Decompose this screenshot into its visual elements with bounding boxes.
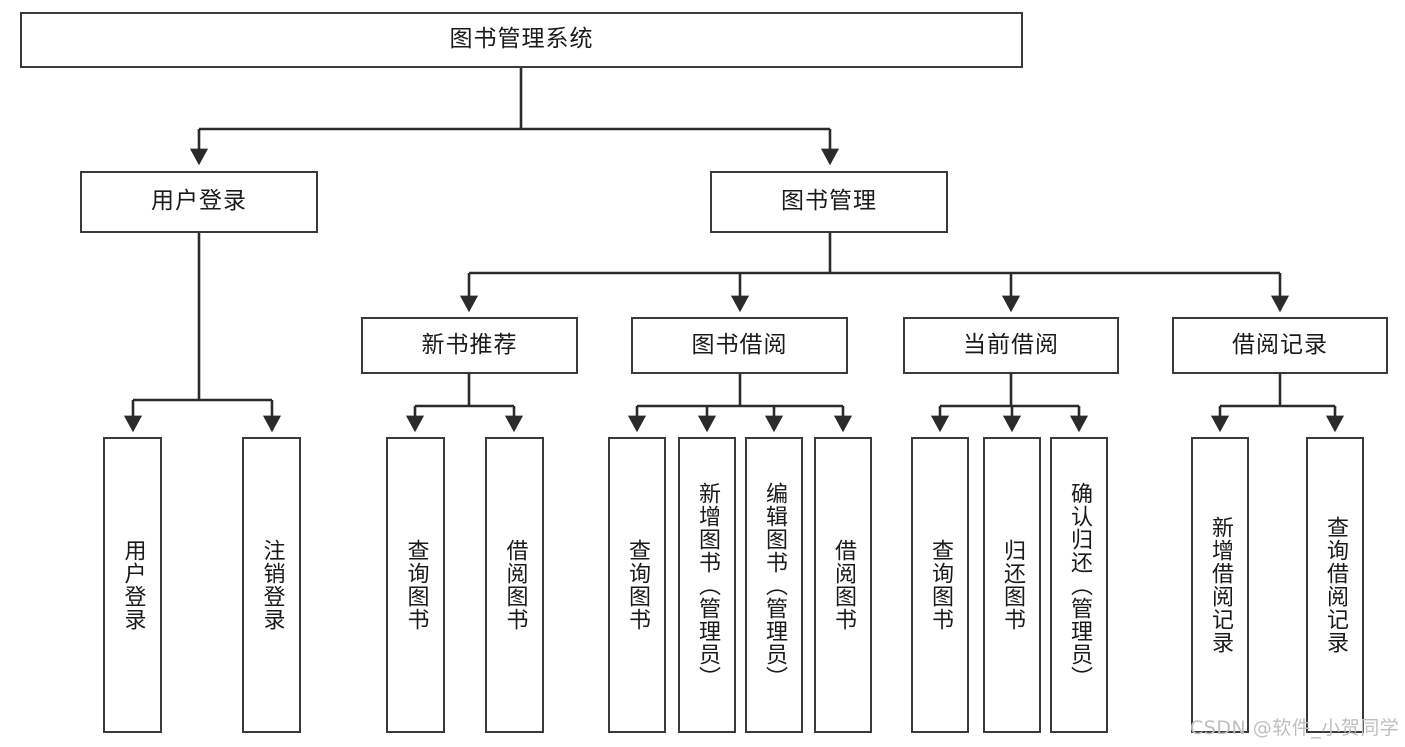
node-leaf-add-record-label: 新增借阅记录 [1207,516,1233,654]
node-leaf-query-book-2[interactable]: 查询图书 [608,437,666,733]
node-leaf-return-book[interactable]: 归还图书 [983,437,1041,733]
node-leaf-query-book-2-label: 查询图书 [624,539,650,631]
node-user-login-label: 用户登录 [151,188,247,215]
node-leaf-borrow-book-1-label: 借阅图书 [502,539,528,631]
node-leaf-borrow-book-1[interactable]: 借阅图书 [485,437,544,733]
node-root[interactable]: 图书管理系统 [20,12,1023,68]
node-leaf-logout-label: 注销登录 [259,539,285,631]
node-new-book-rec[interactable]: 新书推荐 [361,317,578,374]
node-current-borrow[interactable]: 当前借阅 [903,317,1119,374]
node-borrow-record[interactable]: 借阅记录 [1172,317,1388,374]
node-book-manage-label: 图书管理 [781,188,877,215]
node-leaf-add-book[interactable]: 新增图书（管理员） [678,437,736,733]
node-leaf-query-book-1-label: 查询图书 [403,539,429,631]
node-leaf-user-login-label: 用户登录 [120,539,146,631]
node-leaf-query-record[interactable]: 查询借阅记录 [1306,437,1364,733]
node-leaf-query-book-3-label: 查询图书 [927,539,953,631]
node-leaf-add-book-label: 新增图书（管理员） [694,481,720,689]
node-leaf-add-record[interactable]: 新增借阅记录 [1191,437,1249,733]
node-leaf-query-record-label: 查询借阅记录 [1322,516,1348,654]
node-leaf-user-login[interactable]: 用户登录 [103,437,162,733]
node-user-login[interactable]: 用户登录 [80,171,318,233]
node-new-book-rec-label: 新书推荐 [421,331,518,358]
node-leaf-borrow-book-2-label: 借阅图书 [830,539,856,631]
node-book-manage[interactable]: 图书管理 [710,171,948,233]
csdn-watermark: CSDN @软件_小贺同学 [1190,717,1400,739]
node-leaf-confirm-return[interactable]: 确认归还（管理员） [1050,437,1108,733]
node-leaf-confirm-return-label: 确认归还（管理员） [1066,481,1092,689]
node-root-label: 图书管理系统 [449,26,594,53]
node-book-borrow-label: 图书借阅 [691,331,788,358]
node-leaf-logout[interactable]: 注销登录 [242,437,301,733]
node-leaf-query-book-1[interactable]: 查询图书 [386,437,445,733]
node-borrow-record-label: 借阅记录 [1232,331,1328,358]
node-leaf-edit-book-label: 编辑图书（管理员） [761,481,787,689]
node-leaf-borrow-book-2[interactable]: 借阅图书 [814,437,872,733]
node-leaf-return-book-label: 归还图书 [999,539,1025,631]
node-book-borrow[interactable]: 图书借阅 [631,317,848,374]
node-current-borrow-label: 当前借阅 [963,331,1059,358]
node-leaf-edit-book[interactable]: 编辑图书（管理员） [745,437,803,733]
node-leaf-query-book-3[interactable]: 查询图书 [911,437,969,733]
